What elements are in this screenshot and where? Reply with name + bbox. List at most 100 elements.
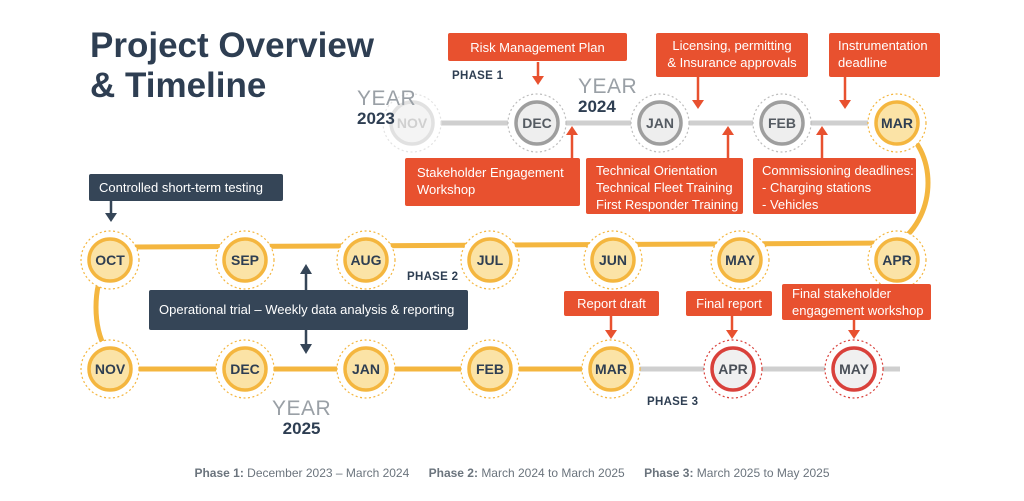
month-node-dec-row3: DEC [215, 339, 275, 399]
callout-licensing: Licensing, permitting & Insurance approv… [656, 33, 808, 77]
year-word: YEAR [357, 87, 417, 110]
callout-technical-training: Technical Orientation Technical Fleet Tr… [586, 158, 743, 214]
month-label: APR [718, 361, 748, 377]
arrow-final-report [726, 316, 738, 339]
callout-line: Final stakeholder [792, 286, 891, 301]
month-node-apr-row2: APR [867, 230, 927, 290]
month-node-jul-row2: JUL [460, 230, 520, 290]
month-label: AUG [350, 252, 381, 268]
legend-label: Phase 1: [194, 466, 244, 480]
callout-line: Operational trial – Weekly data analysis… [159, 302, 455, 317]
month-label: APR [882, 252, 912, 268]
month-node-jan-row3: JAN [336, 339, 396, 399]
month-label: FEB [476, 361, 504, 377]
callout-report-draft: Report draft [564, 291, 659, 316]
month-node-may-row3: MAY [824, 339, 884, 399]
legend-phase-1: Phase 1: December 2023 – March 2024 [194, 466, 409, 480]
arrow-technical [722, 126, 734, 158]
month-node-jan-row1: JAN [630, 93, 690, 153]
month-nodes: NOV DEC JAN FEB MAR OCT SEP AUG JUL JUN MAY APR NOV D… [80, 93, 927, 399]
month-label: DEC [522, 115, 552, 131]
callout-line: First Responder Training [596, 197, 739, 212]
callout-line: Controlled short-term testing [99, 180, 264, 195]
arrow-final-workshop [848, 320, 860, 339]
legend-phase-2: Phase 2: March 2024 to March 2025 [429, 466, 625, 480]
legend-text: March 2025 to May 2025 [696, 466, 830, 480]
arrow-stakeholder [566, 126, 578, 158]
callout-risk-management: Risk Management Plan [448, 33, 627, 61]
year-label-2025: YEAR 2025 [272, 398, 331, 437]
arrow-risk [532, 62, 544, 85]
month-label: JUN [599, 252, 627, 268]
legend-text: December 2023 – March 2024 [247, 466, 410, 480]
callout-line: Final report [696, 296, 762, 311]
callout-line: deadline [838, 55, 888, 70]
callout-final-workshop: Final stakeholder engagement workshop [782, 284, 931, 320]
callout-instrumentation: Instrumentation deadline [829, 33, 940, 77]
callout-line: Technical Orientation [596, 163, 718, 178]
month-label: MAY [839, 361, 869, 377]
callout-line: Instrumentation [838, 38, 928, 53]
phase-legend: Phase 1: December 2023 – March 2024 Phas… [0, 466, 1024, 480]
month-label: NOV [95, 361, 126, 377]
month-label: NOV [397, 115, 428, 131]
month-label: JUL [477, 252, 504, 268]
callout-line: & Insurance approvals [667, 55, 797, 70]
month-node-nov-row1: NOV [382, 93, 442, 153]
month-node-feb-row3: FEB [460, 339, 520, 399]
callout-line: - Vehicles [762, 197, 819, 212]
month-node-apr-row3: APR [703, 339, 763, 399]
title-line-1: Project Overview [90, 26, 375, 65]
month-node-sep-row2: SEP [215, 230, 275, 290]
month-node-mar-row3: MAR [581, 339, 641, 399]
legend-label: Phase 3: [644, 466, 694, 480]
month-node-mar-row1: MAR [867, 93, 927, 153]
callout-line: Stakeholder Engagement [417, 165, 564, 180]
phase-1-label: PHASE 1 [452, 70, 504, 82]
month-node-dec-row1: DEC [507, 93, 567, 153]
phase-3-label: PHASE 3 [647, 396, 699, 408]
callout-line: Report draft [577, 296, 646, 311]
year-number: 2023 [357, 109, 395, 128]
month-label: FEB [768, 115, 796, 131]
month-node-may-row2: MAY [710, 230, 770, 290]
month-label: JAN [352, 361, 380, 377]
month-label: JAN [646, 115, 674, 131]
arrow-report-draft [605, 316, 617, 339]
month-label: OCT [95, 252, 125, 268]
callout-line: Risk Management Plan [470, 40, 605, 55]
month-node-aug-row2: AUG [336, 230, 396, 290]
month-label: SEP [231, 252, 259, 268]
callout-line: Commissioning deadlines: [762, 163, 914, 178]
year-number: 2024 [578, 97, 616, 116]
callout-line: Licensing, permitting [672, 38, 792, 53]
page-title: Project Overview & Timeline [90, 26, 374, 106]
year-word: YEAR [272, 397, 332, 420]
month-label: MAR [595, 361, 627, 377]
callout-operational-trial: Operational trial – Weekly data analysis… [149, 290, 468, 330]
phase-2-label: PHASE 2 [407, 271, 459, 283]
year-number: 2025 [282, 419, 321, 438]
month-node-jun-row2: JUN [583, 230, 643, 290]
callout-line: Workshop [417, 182, 476, 197]
month-node-oct-row2: OCT [80, 230, 140, 290]
arrow-instrumentation [839, 77, 851, 109]
month-node-nov-row3: NOV [80, 339, 140, 399]
callout-final-report: Final report [686, 291, 772, 316]
legend-text: March 2024 to March 2025 [481, 466, 625, 480]
month-node-feb-row1: FEB [752, 93, 812, 153]
year-label-2023: YEAR 2023 [357, 88, 416, 127]
arrow-commissioning [816, 126, 828, 158]
year-label-2024: YEAR 2024 [578, 76, 637, 115]
month-label: DEC [230, 361, 260, 377]
callout-line: Technical Fleet Training [596, 180, 733, 195]
month-label: MAY [725, 252, 755, 268]
callout-line: - Charging stations [762, 180, 872, 195]
legend-label: Phase 2: [428, 466, 478, 480]
month-label: MAR [881, 115, 913, 131]
arrow-licensing [692, 77, 704, 109]
year-word: YEAR [578, 75, 638, 98]
legend-phase-3: Phase 3: March 2025 to May 2025 [644, 466, 829, 480]
arrow-testing [105, 201, 117, 222]
